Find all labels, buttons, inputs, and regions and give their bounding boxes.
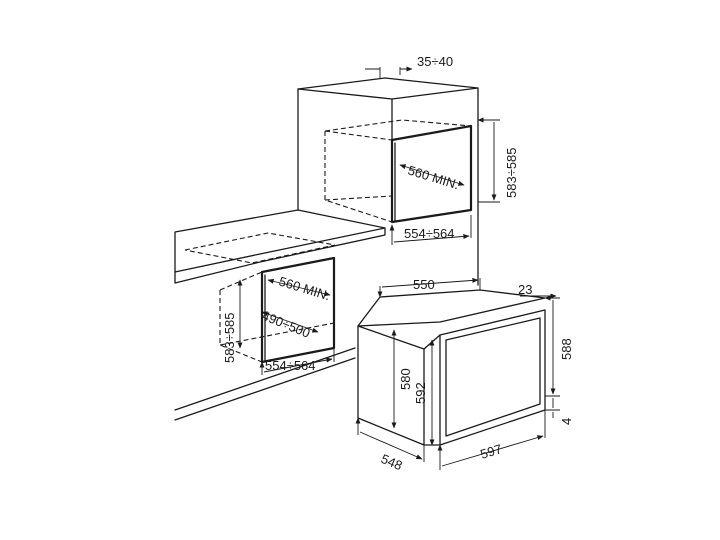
label-under-height: 583÷585 xyxy=(222,312,237,363)
label-oven-front-height: 592 xyxy=(413,382,428,404)
label-column-depth: 560 MIN. xyxy=(406,163,461,193)
oven-door xyxy=(445,317,541,437)
dimension-lines xyxy=(237,67,560,470)
label-oven-door-thickness: 23 xyxy=(518,282,532,297)
label-under-depth: 560 MIN. xyxy=(277,274,332,304)
column-front-edges xyxy=(297,88,393,216)
oven-top xyxy=(357,289,546,327)
label-oven-top-depth: 550 xyxy=(413,277,435,292)
label-oven-width: 597 xyxy=(478,441,503,462)
column-niche-hidden xyxy=(324,119,472,223)
label-column-height: 583÷585 xyxy=(504,147,519,198)
label-column-gap: 35÷40 xyxy=(417,54,453,69)
label-under-width: 554÷564 xyxy=(265,358,316,373)
label-oven-body-height: 580 xyxy=(398,368,413,390)
column-top xyxy=(297,77,479,100)
worktop xyxy=(174,209,386,284)
column-niche xyxy=(390,124,473,224)
oven xyxy=(357,289,546,446)
label-oven-depth: 548 xyxy=(379,451,405,473)
oven-front xyxy=(439,309,546,446)
label-column-width: 554÷564 xyxy=(404,226,455,241)
label-oven-bottom-offset: 4 xyxy=(559,418,574,425)
label-oven-height: 588 xyxy=(559,338,574,360)
hob-cutout xyxy=(184,232,336,264)
